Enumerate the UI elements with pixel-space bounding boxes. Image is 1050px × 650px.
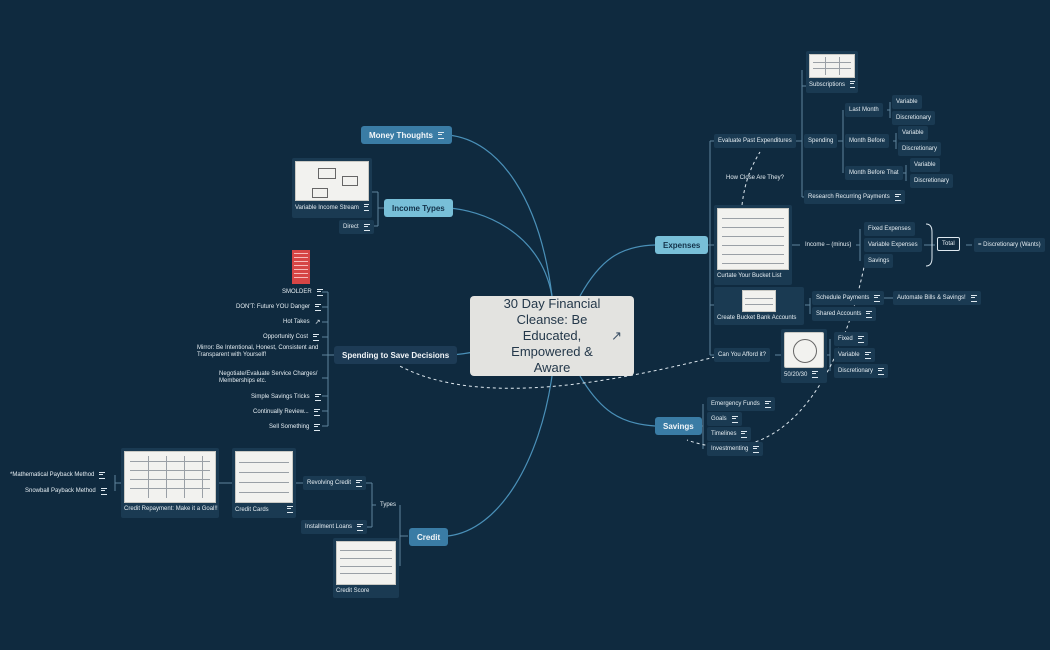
how-close-label: How Close Are They?	[726, 175, 784, 181]
rule-50-20-30-card[interactable]: 50/20/30	[781, 329, 827, 383]
savings-item[interactable]: Investmenting	[707, 442, 764, 456]
spending-item[interactable]: DON'T: Future YOU Danger	[232, 300, 325, 314]
notes-icon[interactable]	[878, 367, 885, 375]
discretionary[interactable]: Discretionary	[898, 142, 942, 156]
credit-score-image	[336, 541, 396, 585]
notes-icon[interactable]	[850, 81, 855, 88]
rule-50-20-30-image	[784, 332, 824, 368]
income-minus[interactable]: Income – (minus)	[805, 242, 852, 248]
month-before[interactable]: Month Before	[845, 134, 890, 148]
credit-score-card[interactable]: Credit Score	[333, 538, 399, 598]
notes-icon[interactable]	[316, 288, 323, 296]
central-topic[interactable]: 30 Day Financial Cleanse: Be Educated, E…	[470, 296, 634, 376]
spending-item[interactable]: Simple Savings Tricks	[247, 390, 325, 404]
savings-item[interactable]: Timelines	[707, 427, 752, 441]
spending-item[interactable]: SMOLDER	[278, 285, 327, 299]
notes-icon[interactable]	[438, 131, 444, 139]
spending-item[interactable]: Opportunity Cost	[259, 330, 323, 344]
notes-icon[interactable]	[970, 294, 977, 302]
central-title: 30 Day Financial Cleanse: Be Educated, E…	[503, 296, 601, 375]
variable[interactable]: Variable	[834, 348, 875, 362]
external-link-icon[interactable]: ↗	[611, 328, 622, 343]
credit-repayment-image	[124, 451, 216, 503]
snowball-payback[interactable]: Snowball Payback Method	[21, 484, 111, 498]
notes-icon[interactable]	[99, 471, 106, 479]
fixed[interactable]: Fixed	[834, 332, 868, 346]
savings-item[interactable]: Emergency Funds	[707, 397, 775, 411]
notes-icon[interactable]	[857, 335, 864, 343]
topic-spending-decisions[interactable]: Spending to Save Decisions	[334, 346, 458, 364]
spending-item[interactable]: Continually Review...	[249, 405, 324, 419]
variable-expenses[interactable]: Variable Expenses	[864, 238, 922, 252]
credit-repayment-card[interactable]: Credit Repayment: Make it a Goal!!	[121, 448, 219, 518]
revolving-credit[interactable]: Revolving Credit	[303, 476, 367, 490]
savings-expense[interactable]: Savings	[864, 254, 894, 268]
notes-icon[interactable]	[864, 351, 871, 359]
topic-money-thoughts[interactable]: Money Thoughts	[361, 126, 452, 144]
notes-icon[interactable]	[866, 310, 873, 318]
notes-icon[interactable]	[287, 506, 293, 513]
topic-income-types[interactable]: Income Types	[384, 199, 453, 217]
bucket-list-image	[717, 208, 789, 270]
spending-item[interactable]: Sell Something	[265, 420, 324, 434]
shared-accounts[interactable]: Shared Accounts	[812, 307, 877, 321]
subscriptions-image	[809, 54, 855, 78]
credit-cards-image	[235, 451, 293, 503]
notes-icon[interactable]	[812, 371, 819, 378]
schedule-payments[interactable]: Schedule Payments	[812, 291, 885, 305]
fixed-expenses[interactable]: Fixed Expenses	[864, 222, 915, 236]
topic-direct[interactable]: Direct	[339, 220, 374, 234]
topic-credit[interactable]: Credit	[409, 528, 449, 546]
notes-icon[interactable]	[313, 408, 320, 416]
external-link-icon[interactable]: ↗	[314, 319, 321, 326]
variable[interactable]: Variable	[892, 95, 922, 109]
month-before-that[interactable]: Month Before That	[845, 166, 903, 180]
bucket-accounts-card[interactable]: Create Bucket Bank Accounts	[714, 287, 804, 325]
spending-item[interactable]: Mirror: Be Intentional, Honest, Consiste…	[197, 345, 319, 358]
total[interactable]: Total	[937, 237, 960, 251]
can-you-afford[interactable]: Can You Afford it?	[714, 348, 770, 362]
bucket-accounts-image	[742, 290, 776, 312]
last-month[interactable]: Last Month	[845, 103, 883, 117]
notes-icon[interactable]	[764, 400, 771, 408]
notes-icon[interactable]	[314, 423, 321, 431]
installment-loans[interactable]: Installment Loans	[301, 520, 368, 534]
spending-item[interactable]: Hot Takes↗	[283, 319, 321, 326]
equals-discretionary[interactable]: = Discretionary (Wants)	[974, 238, 1045, 252]
research-recurring-payments[interactable]: Research Recurring Payments	[804, 190, 905, 204]
mathematical-payback[interactable]: *Mathematical Payback Method	[6, 468, 109, 482]
evaluate-past-expenditures[interactable]: Evaluate Past Expenditures	[714, 134, 796, 148]
credit-cards-card[interactable]: Credit Cards	[232, 448, 296, 518]
notes-icon[interactable]	[313, 333, 320, 341]
spending-item[interactable]: Negotiate/Evaluate Service Charges/ Memb…	[219, 371, 318, 384]
notes-icon[interactable]	[731, 415, 738, 423]
notes-icon[interactable]	[894, 193, 901, 201]
notes-icon[interactable]	[363, 223, 370, 231]
bucket-list-card[interactable]: Curtate Your Bucket List	[714, 205, 792, 285]
credit-types[interactable]: Types	[380, 502, 397, 508]
notes-icon[interactable]	[356, 479, 363, 487]
notes-icon[interactable]	[874, 294, 881, 302]
notes-icon[interactable]	[100, 487, 107, 495]
variable[interactable]: Variable	[898, 126, 928, 140]
notes-icon[interactable]	[741, 430, 748, 438]
notes-icon[interactable]	[314, 393, 321, 401]
variable-income-card[interactable]: Variable Income Stream	[292, 158, 372, 218]
savings-item[interactable]: Goals	[707, 412, 742, 426]
topic-savings[interactable]: Savings	[655, 417, 702, 435]
topic-expenses[interactable]: Expenses	[655, 236, 709, 254]
discretionary[interactable]: Discretionary	[910, 174, 954, 188]
notes-icon[interactable]	[753, 445, 760, 453]
variable[interactable]: Variable	[910, 158, 940, 172]
smolder-list-image	[292, 250, 310, 284]
variable-income-image	[295, 161, 369, 201]
notes-icon[interactable]	[357, 523, 364, 531]
automate-bills[interactable]: Automate Bills & Savings!	[893, 291, 981, 305]
discretionary[interactable]: Discretionary	[892, 111, 936, 125]
spending[interactable]: Spending	[804, 134, 838, 148]
discretionary[interactable]: Discretionary	[834, 364, 889, 378]
notes-icon[interactable]	[363, 204, 369, 211]
subscriptions-card[interactable]: Subscriptions	[806, 51, 858, 93]
notes-icon[interactable]	[315, 303, 322, 311]
